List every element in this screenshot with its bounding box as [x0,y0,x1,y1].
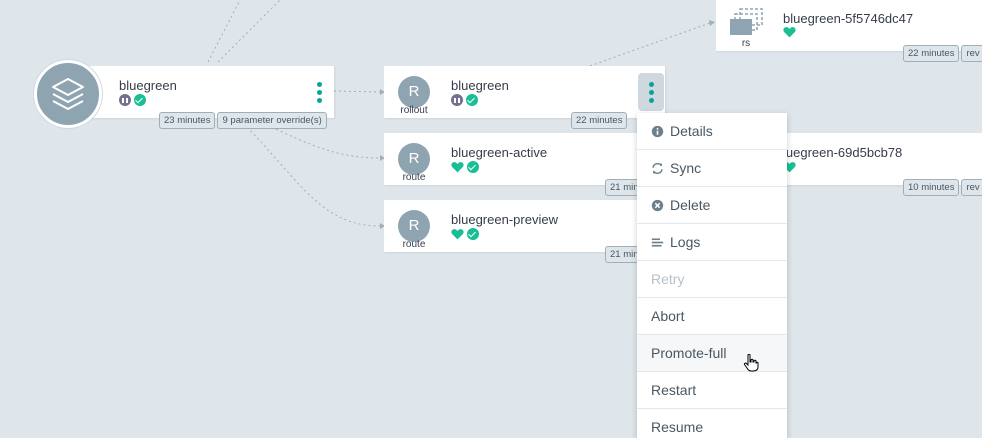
app-name: bluegreen [119,78,177,93]
rollout-menu-button[interactable] [638,73,664,111]
route-preview-status [451,228,479,240]
rollout-kind: rollout [400,105,428,116]
app-icon-circle [34,60,102,128]
app-tags: 23 minutes 9 parameter override(s) [159,112,327,129]
suspended-icon [119,94,131,106]
rollout-node[interactable]: R rollout bluegreen 22 minutes [384,66,665,129]
replicaset-top-name: bluegreen-5f5746dc47 [783,11,914,26]
menu-item-label: Logs [670,233,701,250]
menu-item-retry[interactable]: Retry [637,261,787,298]
delete-icon [651,199,664,211]
route-kind: route [402,239,426,250]
replicaset-top-menu-button[interactable] [972,4,982,42]
healthy-heart-icon [451,229,464,240]
parameter-overrides-tag[interactable]: 9 parameter override(s) [217,112,327,129]
menu-item-label: Promote-full [651,344,727,361]
menu-item-label: Retry [651,270,685,287]
synced-icon [467,161,479,173]
layers-icon [52,78,84,110]
route-active-node[interactable]: R route bluegreen-active 21 min [384,133,644,196]
replicaset-kind: rs [741,38,751,49]
info-icon [651,125,664,137]
rollout-icon: R [398,76,430,108]
route-icon: R [398,210,430,242]
menu-item-label: Sync [670,159,702,176]
route-active-status [451,161,479,173]
replicaset-top-status [783,26,796,38]
replicaset-mid-menu-button[interactable] [972,140,982,178]
healthy-heart-icon [783,27,796,38]
route-kind: route [402,172,426,183]
rollout-name: bluegreen [451,78,509,93]
menu-item-label: Delete [670,196,711,213]
menu-item-delete[interactable]: Delete [637,187,787,224]
route-icon: R [398,143,430,175]
menu-item-label: Abort [651,307,685,324]
menu-item-abort[interactable]: Abort [637,298,787,335]
replicaset-top-tags: 22 minutes rev [903,45,982,62]
route-active-name: bluegreen-active [451,145,548,160]
replicaset-top-revision-tag: rev [961,45,982,62]
menu-item-label: Details [670,122,713,139]
menu-item-restart[interactable]: Restart [637,372,787,409]
replicaset-mid-age-tag: 10 minutes [903,179,960,196]
replicaset-mid-revision-tag: rev [961,179,982,196]
hand-cursor-icon [743,354,759,372]
replicaset-icon [730,8,763,35]
replicaset-top-node[interactable]: rs bluegreen-5f5746dc47 22 minutes rev [716,0,982,62]
healthy-heart-icon [451,162,464,173]
replicaset-mid-tags: 10 minutes rev [903,179,982,196]
menu-item-label: Restart [651,381,697,398]
app-age-tag: 23 minutes [159,112,216,129]
app-menu-button[interactable] [306,73,332,111]
suspended-icon [451,94,463,106]
rollout-status [451,94,478,106]
route-preview-age-tag: 21 min [605,246,644,263]
menu-item-label: Resume [651,418,704,435]
route-preview-name: bluegreen-preview [451,212,558,227]
menu-item-promote-full[interactable]: Promote-full [637,335,787,372]
sync-icon [652,162,663,174]
application-node[interactable]: bluegreen 23 minutes 9 parameter overrid… [34,60,334,129]
app-status [119,94,146,106]
menu-item-logs[interactable]: Logs [637,224,787,261]
route-preview-node[interactable]: R route bluegreen-preview 21 min [384,200,644,263]
menu-item-details[interactable]: Details [637,113,787,150]
logs-icon [651,237,664,247]
rollout-age-tag: 22 minutes [571,112,628,129]
rollout-context-menu: Details Sync Delete Logs Retry Abort Pro… [637,113,787,438]
menu-item-sync[interactable]: Sync [637,150,787,187]
route-preview-tags: 21 min [605,246,644,263]
replicaset-top-age-tag: 22 minutes [903,45,960,62]
synced-icon [467,228,479,240]
synced-icon [134,94,146,106]
synced-icon [466,94,478,106]
rollout-tags: 22 minutes [571,112,628,129]
menu-item-resume[interactable]: Resume [637,409,787,438]
replicaset-mid-name: luegreen-69d5bcb78 [783,145,903,160]
